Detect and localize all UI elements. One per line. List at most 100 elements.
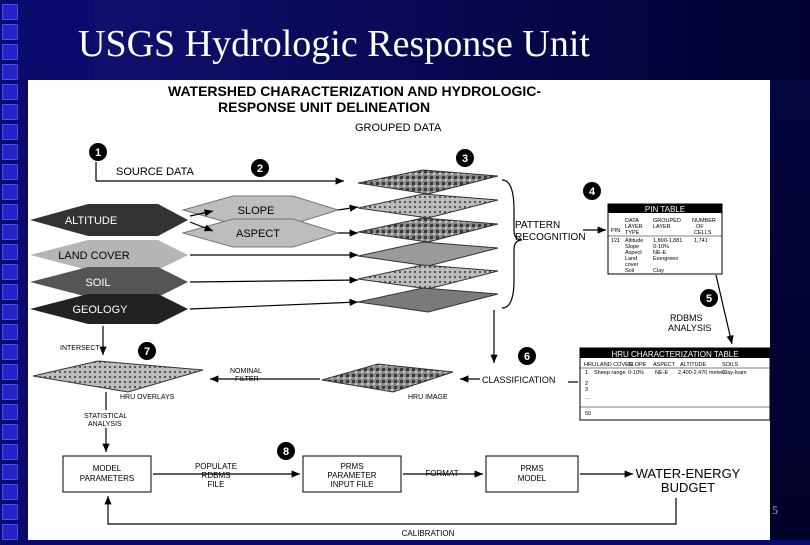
- decorative-square: [2, 344, 18, 360]
- decorative-square: [2, 424, 18, 440]
- decorative-square: [2, 64, 18, 80]
- decorative-square: [2, 384, 18, 400]
- hru-row1-soils: Clay-loam: [722, 370, 747, 376]
- hru-row1-aspect: NE-E: [655, 370, 668, 376]
- hru-overlays-shape: [32, 360, 204, 393]
- step-number-5: 5: [706, 293, 712, 305]
- decorative-square: [2, 24, 18, 40]
- step-badge-7: [138, 342, 156, 360]
- hru-col-soils: SOILS: [722, 362, 739, 368]
- step-number-8: 8: [283, 446, 289, 458]
- slide-title: USGS Hydrologic Response Unit: [78, 23, 590, 65]
- grouped-layer-1: [357, 169, 499, 195]
- water-energy-line1: WATER-ENERGY: [636, 466, 741, 481]
- decorative-square: [2, 364, 18, 380]
- hru-row1-id: 1: [585, 370, 588, 376]
- hru-col-aspect: ASPECT: [653, 362, 676, 368]
- decorative-square: [2, 524, 18, 540]
- altitude-to-slope-arrow: [189, 209, 214, 217]
- prms-parameter-line2: PARAMETER: [327, 471, 376, 480]
- step-badge-6: [518, 347, 536, 365]
- data-layer-header-1: DATA: [625, 218, 639, 224]
- right-edge-background: [770, 80, 810, 540]
- grouped-value-3: NE-E: [653, 250, 666, 256]
- decorative-square: [2, 404, 18, 420]
- layer-type-5: cover: [625, 262, 639, 268]
- hru-table-title: HRU CHARACTERIZATION TABLE: [611, 350, 738, 359]
- decorative-square: [2, 84, 18, 100]
- step-badge-3: [456, 149, 474, 167]
- prms-model-line1: PRMS: [520, 464, 543, 473]
- geology-layer-shape: [30, 294, 188, 324]
- prms-model-box: [485, 455, 579, 493]
- step-number-3: 3: [462, 153, 468, 165]
- pattern-recognition-line1: PATTERN: [515, 220, 560, 231]
- pin-value: 121: [611, 238, 620, 244]
- grouped-layer-6: [357, 287, 499, 313]
- step-number-2: 2: [257, 163, 263, 175]
- decorative-square: [2, 44, 18, 60]
- soil-arrow: [189, 276, 359, 284]
- rdbms-analysis-line1: RDBMS: [670, 313, 703, 323]
- nominal-filter-line2: FILTER: [235, 376, 259, 383]
- step-number-4: 4: [589, 186, 596, 198]
- layer-type-2: Slope: [625, 244, 639, 250]
- slope-label: SLOPE: [238, 205, 275, 217]
- layer-type-4: Land: [625, 256, 637, 262]
- prms-parameter-line3: INPUT FILE: [331, 480, 374, 489]
- layer-type-1: Altitude: [625, 238, 643, 244]
- decorative-square: [2, 204, 18, 220]
- cells-header-3: CELLS: [694, 230, 712, 236]
- pin-table-header-bar: [608, 204, 722, 213]
- model-parameters-line2: PARAMETERS: [80, 474, 135, 483]
- hru-col-slope: SLOPE: [628, 362, 647, 368]
- hru-row3-id: 3: [585, 387, 588, 393]
- water-energy-line2: BUDGET: [661, 480, 715, 495]
- decorative-square: [2, 324, 18, 340]
- geology-label: GEOLOGY: [72, 304, 128, 316]
- land-cover-label: LAND COVER: [58, 250, 130, 262]
- grouped-layer-2: [357, 193, 499, 219]
- hru-image-shape: [321, 363, 454, 393]
- hru-overlays-label: HRU OVERLAYS: [120, 394, 175, 401]
- altitude-label: ALTITUDE: [65, 215, 117, 227]
- decorative-square: [2, 124, 18, 140]
- decorative-square: [2, 464, 18, 480]
- diagram-title-line2: RESPONSE UNIT DELINEATION: [218, 99, 430, 115]
- decorative-square: [2, 444, 18, 460]
- hru-col-altitude: ALTITUDE: [680, 362, 707, 368]
- grouped-layer-5: [357, 264, 499, 290]
- cells-header-2: OF: [696, 224, 704, 230]
- decorative-square: [2, 104, 18, 120]
- layer-type-3: Aspect: [625, 250, 642, 256]
- decorative-square: [2, 304, 18, 320]
- grouped-value-5: Clay: [653, 268, 664, 274]
- decorative-square: [2, 224, 18, 240]
- decorative-square: [2, 484, 18, 500]
- decorative-square: [2, 184, 18, 200]
- aspect-label: ASPECT: [236, 228, 280, 240]
- decorative-square: [2, 244, 18, 260]
- land-cover-layer-shape: [30, 240, 188, 270]
- step-badge-4: [583, 182, 601, 200]
- pattern-recognition-line2: RECOGNITION: [515, 232, 586, 243]
- data-layer-header-2: LAYER: [625, 224, 643, 230]
- geology-arrow: [189, 298, 359, 310]
- hru-ellipsis-row: ...: [585, 395, 590, 401]
- hru-col-hru: HRU: [584, 362, 596, 368]
- decorative-square: [2, 284, 18, 300]
- source-data-label: SOURCE DATA: [116, 166, 194, 178]
- hru-diagram-figure: WATERSHED CHARACTERIZATION AND HYDROLOGI…: [28, 80, 771, 540]
- pin-to-hru-table-arrow: [715, 274, 734, 345]
- cells-value: 1,741: [694, 238, 708, 244]
- grouped-value-4: Evergreen: [653, 256, 678, 262]
- hru-last-row-id: 50: [585, 411, 591, 417]
- calibration-loop-arrow: [104, 496, 677, 525]
- cells-header-1: NUMBER: [692, 218, 716, 224]
- stack-bracket: [501, 179, 523, 309]
- statistical-analysis-line2: ANALYSIS: [88, 421, 122, 428]
- altitude-layer-shape: [30, 204, 188, 236]
- grouped-value-2: 0-10%: [653, 244, 669, 250]
- decorative-square: [2, 264, 18, 280]
- hru-table-header-bar: [580, 348, 770, 358]
